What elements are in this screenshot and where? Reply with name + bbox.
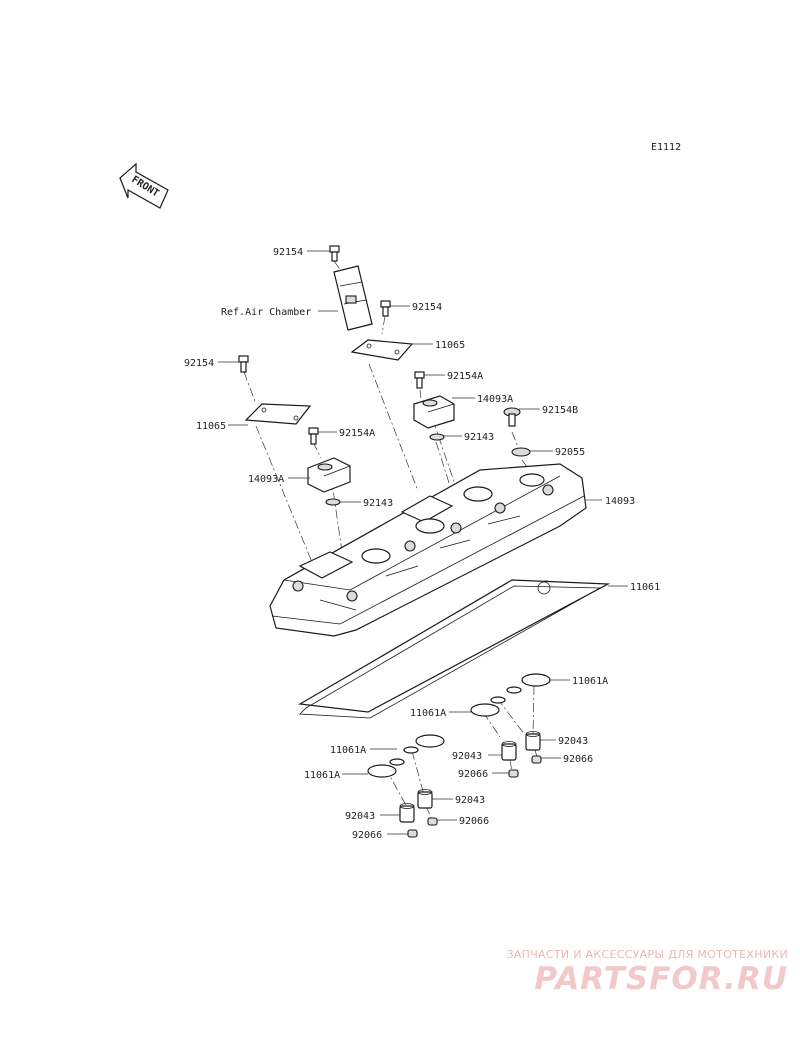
washer-92143-left <box>325 498 341 506</box>
o-rings-11061a-upper-right <box>506 673 551 694</box>
watermark: ЗАПЧАСТИ И АКСЕССУАРЫ ДЛЯ МОТОТЕХНИКИ PA… <box>468 948 788 997</box>
bolt-92154-top <box>329 245 340 262</box>
o-rings-11061a-lower-right <box>403 734 445 754</box>
label-92154-top: 92154 <box>273 247 303 258</box>
label-11061: 11061 <box>630 582 660 593</box>
bolt-92154b <box>503 407 521 427</box>
watermark-caption: ЗАПЧАСТИ И АКСЕССУАРЫ ДЛЯ МОТОТЕХНИКИ <box>506 948 788 961</box>
label-92043-1: 92043 <box>558 736 588 747</box>
bolt-92154a-right <box>414 371 425 389</box>
label-ref-air-chamber: Ref.Air Chamber <box>221 307 311 318</box>
bolt-92154-chamber <box>380 300 391 317</box>
cap-92066-4 <box>407 829 418 838</box>
label-92066-4: 92066 <box>352 830 382 841</box>
label-92043-2: 92043 <box>452 751 482 762</box>
label-14093: 14093 <box>605 496 635 507</box>
bolt-92154-left <box>238 355 249 373</box>
air-chamber-bracket <box>333 265 373 331</box>
watermark-logo: PARTSFOR.RU <box>534 961 788 997</box>
label-92043-4: 92043 <box>345 811 375 822</box>
o-rings-11061a-upper-left <box>470 696 506 717</box>
cap-92066-2 <box>508 769 519 778</box>
label-14093a-right: 14093A <box>477 394 513 405</box>
label-11061a-1: 11061A <box>572 676 608 687</box>
label-92066-2: 92066 <box>458 769 488 780</box>
bolt-92154a-left <box>308 427 319 445</box>
grommet-92055 <box>511 447 531 457</box>
label-92154-chamber: 92154 <box>412 302 442 313</box>
label-92143-right: 92143 <box>464 432 494 443</box>
label-92143-left: 92143 <box>363 498 393 509</box>
collar-92043-3 <box>417 789 433 809</box>
label-11061a-3: 11061A <box>330 745 366 756</box>
label-92066-1: 92066 <box>563 754 593 765</box>
holder-14093a-right <box>413 395 455 429</box>
leader-lines <box>218 250 628 835</box>
cap-92066-3 <box>427 817 438 826</box>
label-14093a-left: 14093A <box>248 474 284 485</box>
label-92066-3: 92066 <box>459 816 489 827</box>
label-92043-3: 92043 <box>455 795 485 806</box>
washer-92143-right <box>429 433 445 441</box>
label-11061a-2: 11061A <box>410 708 446 719</box>
holder-14093a-left <box>307 457 351 493</box>
label-92055: 92055 <box>555 447 585 458</box>
label-11061a-4: 11061A <box>304 770 340 781</box>
front-arrow-icon: FRONT <box>119 162 169 209</box>
collar-92043-1 <box>525 731 541 751</box>
label-92154a-left: 92154A <box>339 428 375 439</box>
label-11065-left: 11065 <box>196 421 226 432</box>
plate-11065-right <box>350 339 414 361</box>
cap-92066-1 <box>531 755 542 764</box>
collar-92043-2 <box>501 741 517 761</box>
o-rings-11061a-lower-left <box>367 758 405 778</box>
label-92154-left: 92154 <box>184 358 214 369</box>
head-cover-gasket <box>298 579 611 719</box>
label-11065-right: 11065 <box>435 340 465 351</box>
collar-92043-4 <box>399 803 415 823</box>
label-92154a-right: 92154A <box>447 371 483 382</box>
label-92154b: 92154B <box>542 405 578 416</box>
plate-11065-left <box>244 403 312 425</box>
diagram-code: E1112 <box>651 142 681 153</box>
